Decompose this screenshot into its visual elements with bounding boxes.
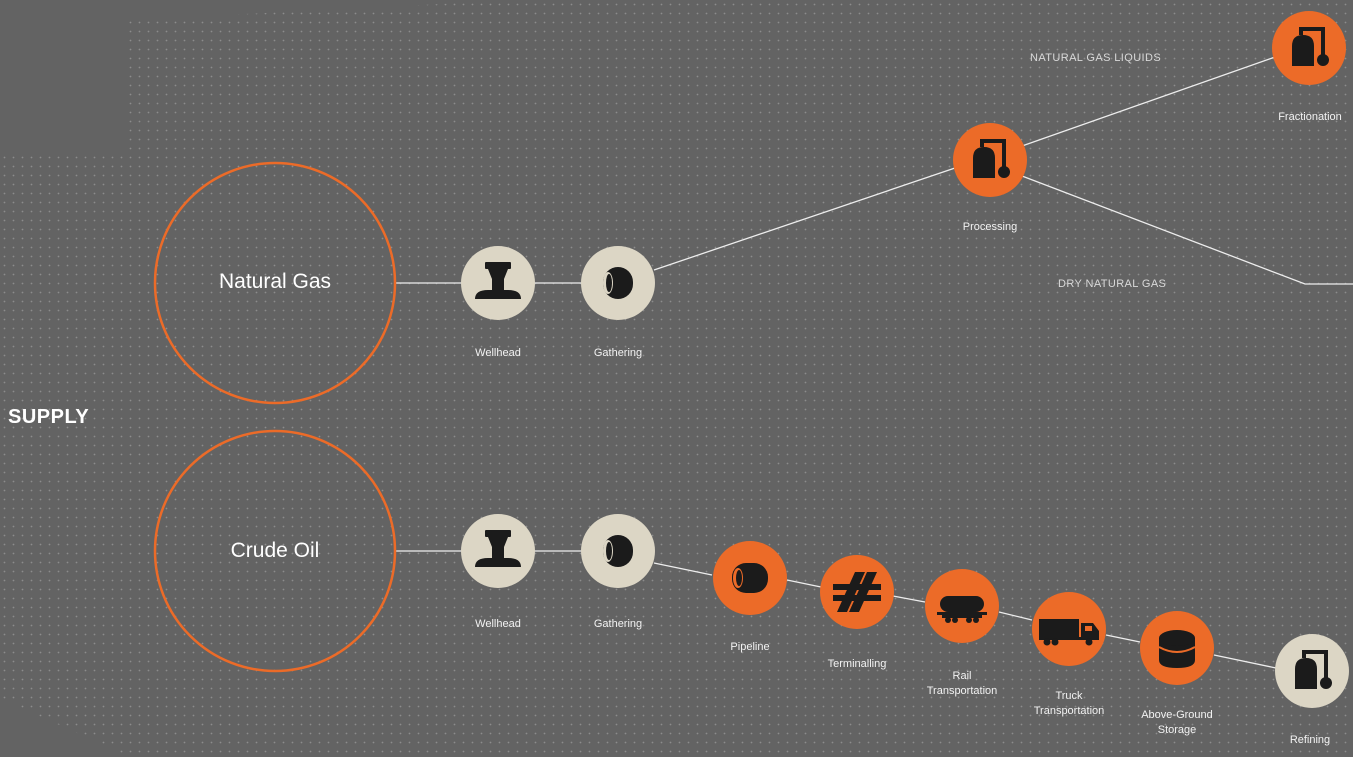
storage-label-line-2: Storage	[1157, 724, 1197, 736]
processing-node[interactable]	[953, 123, 1027, 197]
oil-wellhead-label: Wellhead	[475, 618, 521, 630]
rail-label: Rail Transportation	[902, 669, 1022, 699]
gas-gathering-node[interactable]	[581, 246, 655, 320]
ngl-stream-label: NATURAL GAS LIQUIDS	[1030, 52, 1162, 64]
pipe-segment-icon	[603, 267, 633, 299]
crude-oil-label: Crude Oil	[230, 539, 320, 562]
connector-processing-fractionation	[1021, 56, 1276, 147]
wellhead-icon	[475, 530, 521, 567]
terminal-icon	[833, 572, 881, 612]
connector-dry-gas	[1021, 175, 1353, 285]
natural-gas-label: Natural Gas	[218, 270, 332, 293]
truck-node[interactable]	[1032, 592, 1106, 666]
storage-label-line-1: Above-Ground	[1141, 709, 1213, 721]
terminalling-label: Terminalling	[827, 658, 887, 670]
connector-pipeline-terminalling	[786, 579, 822, 588]
connector-storage-refining	[1213, 654, 1277, 669]
dry-gas-stream-label: DRY NATURAL GAS	[1058, 278, 1167, 290]
truck-label-line-2: Transportation	[1033, 705, 1105, 717]
crude-oil-circle	[153, 429, 397, 673]
supply-label: SUPPLY	[8, 406, 90, 428]
fractionation-node[interactable]	[1272, 11, 1346, 85]
terminalling-node[interactable]	[820, 555, 894, 629]
oil-wellhead-node[interactable]	[461, 514, 535, 588]
refining-node[interactable]	[1275, 634, 1349, 708]
connector-gathering-processing	[653, 167, 956, 271]
processing-plant-icon	[973, 139, 1010, 178]
storage-label: Above-Ground Storage	[1117, 708, 1237, 738]
gas-wellhead-node[interactable]	[461, 246, 535, 320]
connector-rail-truck	[998, 611, 1033, 621]
connector-lines	[396, 56, 1353, 669]
rail-label-line-2: Transportation	[926, 685, 998, 697]
oil-gathering-label: Gathering	[593, 618, 643, 630]
truck-label-line-1: Truck	[1055, 690, 1083, 702]
wellhead-icon	[475, 262, 521, 299]
processing-plant-icon	[1292, 27, 1329, 66]
truck-label: Truck Transportation	[1009, 689, 1129, 719]
fractionation-label: Fractionation	[1278, 111, 1342, 123]
storage-node[interactable]	[1140, 611, 1214, 685]
connector-gathering-pipeline	[653, 562, 713, 576]
processing-label: Processing	[962, 221, 1018, 233]
rail-label-line-1: Rail	[952, 670, 972, 682]
connector-truck-storage	[1105, 634, 1141, 643]
gas-gathering-label: Gathering	[593, 347, 643, 359]
natural-gas-circle	[153, 161, 397, 405]
pipe-segment-icon	[603, 535, 633, 567]
rail-node[interactable]	[925, 569, 999, 643]
gas-wellhead-label: Wellhead	[475, 347, 521, 359]
oil-gathering-node[interactable]	[581, 514, 655, 588]
processing-plant-icon	[1295, 650, 1332, 689]
pipeline-label: Pipeline	[730, 641, 770, 653]
refining-label: Refining	[1289, 734, 1331, 746]
storage-tank-icon	[1158, 630, 1196, 668]
connector-terminalling-rail	[892, 595, 926, 603]
pipe-segment-icon	[732, 563, 768, 593]
railcar-icon	[937, 596, 987, 623]
pipeline-node[interactable]	[713, 541, 787, 615]
